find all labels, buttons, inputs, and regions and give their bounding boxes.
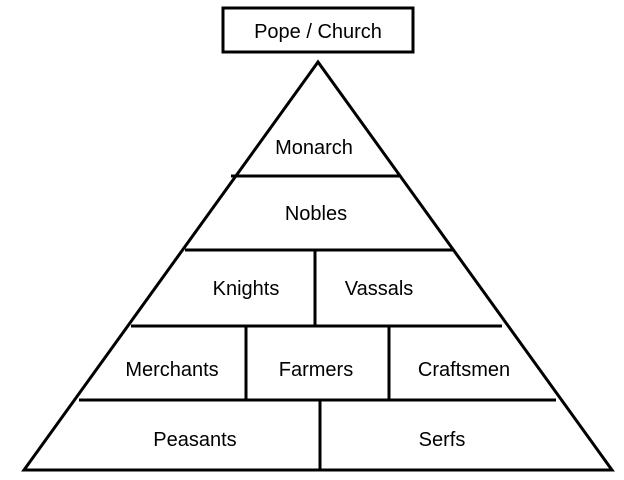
knights-label: Knights <box>213 278 280 300</box>
vassals-label: Vassals <box>345 278 414 300</box>
pyramid-outline <box>21 59 615 472</box>
serfs-label: Serfs <box>419 429 466 451</box>
farmers-label: Farmers <box>279 359 353 381</box>
craftsmen-label: Craftsmen <box>418 359 510 381</box>
nobles-label: Nobles <box>285 203 347 225</box>
peasants-label: Peasants <box>153 429 236 451</box>
pope-church-label: Pope / Church <box>254 21 382 43</box>
merchants-label: Merchants <box>125 359 218 381</box>
monarch-label: Monarch <box>275 137 353 159</box>
pope-church-box <box>221 6 415 54</box>
